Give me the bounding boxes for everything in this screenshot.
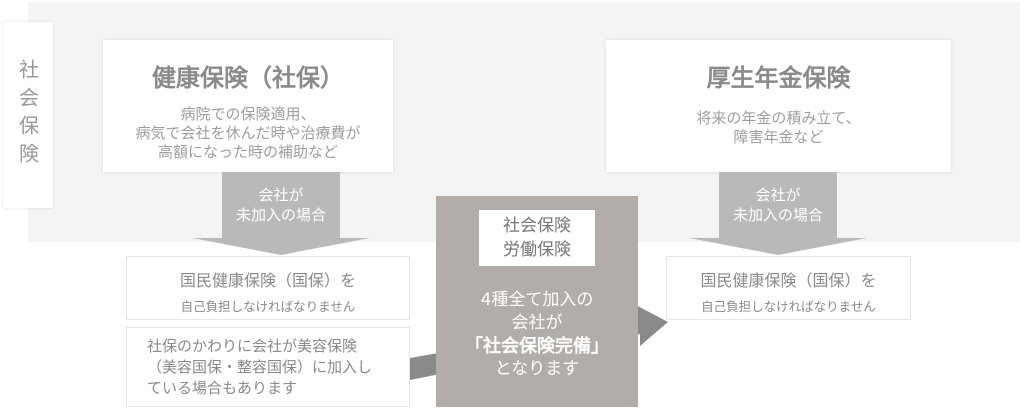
health-insurance-title: 健康保険（社保） [152, 64, 344, 92]
health-insurance-description: 病院での保険適用、 病気で会社を休んだ時や治療費が 高額になった時の補助など [135, 105, 361, 161]
center-line3: 「社会保険完備」 [465, 336, 609, 357]
left-arrow-label: 会社が 未加入の場合 [235, 186, 326, 224]
right-arrow-shaft: 会社が 未加入の場合 [719, 172, 837, 238]
health-insurance-card: 健康保険（社保） 病院での保険適用、 病気で会社を休んだ時や治療費が 高額になっ… [103, 40, 393, 172]
left-down-arrow: 会社が 未加入の場合 [192, 172, 370, 255]
right-kokuho-box: 国民健康保険（国保）を 自己負担しなければなりません [666, 256, 911, 320]
left-kokuho-line1: 国民健康保険（国保）を [179, 271, 356, 290]
left-arrow-head [192, 238, 370, 255]
center-tag: 社会保険 労働保険 [479, 210, 595, 266]
pension-description: 将来の年金の積み立て、 障害年金など [696, 109, 861, 146]
left-kokuho-line2: 自己負担しなければなりません [180, 299, 356, 314]
right-arrow-head [689, 238, 867, 255]
social-insurance-label: 社会保険 [3, 22, 53, 208]
pension-card: 厚生年金保険 将来の年金の積み立て、 障害年金など [606, 40, 951, 172]
left-kokuho-box: 国民健康保険（国保）を 自己負担しなければなりません [126, 256, 410, 320]
right-arrow-label: 会社が 未加入の場合 [732, 186, 823, 224]
left-arrow-shaft: 会社が 未加入の場合 [222, 172, 340, 238]
right-down-arrow: 会社が 未加入の場合 [689, 172, 867, 255]
beauty-insurance-note: 社保のかわりに会社が美容保険 （美容国保・整容国保）に加入し ている場合もありま… [126, 327, 410, 407]
social-insurance-complete-box: 社会保険 労働保険 4種全て加入の 会社が 「社会保険完備」 となります [436, 196, 638, 407]
center-text: 4種全て加入の 会社が 「社会保険完備」 となります [436, 289, 638, 381]
right-kokuho-line1: 国民健康保険（国保）を [700, 271, 877, 290]
center-line2: 会社が [511, 313, 563, 333]
center-line4: となります [494, 359, 580, 379]
side-label-text: 社会保険 [15, 59, 40, 171]
pension-title: 厚生年金保険 [706, 64, 851, 92]
center-line1: 4種全て加入の [480, 290, 594, 310]
right-kokuho-line2: 自己負担しなければなりません [701, 299, 876, 314]
